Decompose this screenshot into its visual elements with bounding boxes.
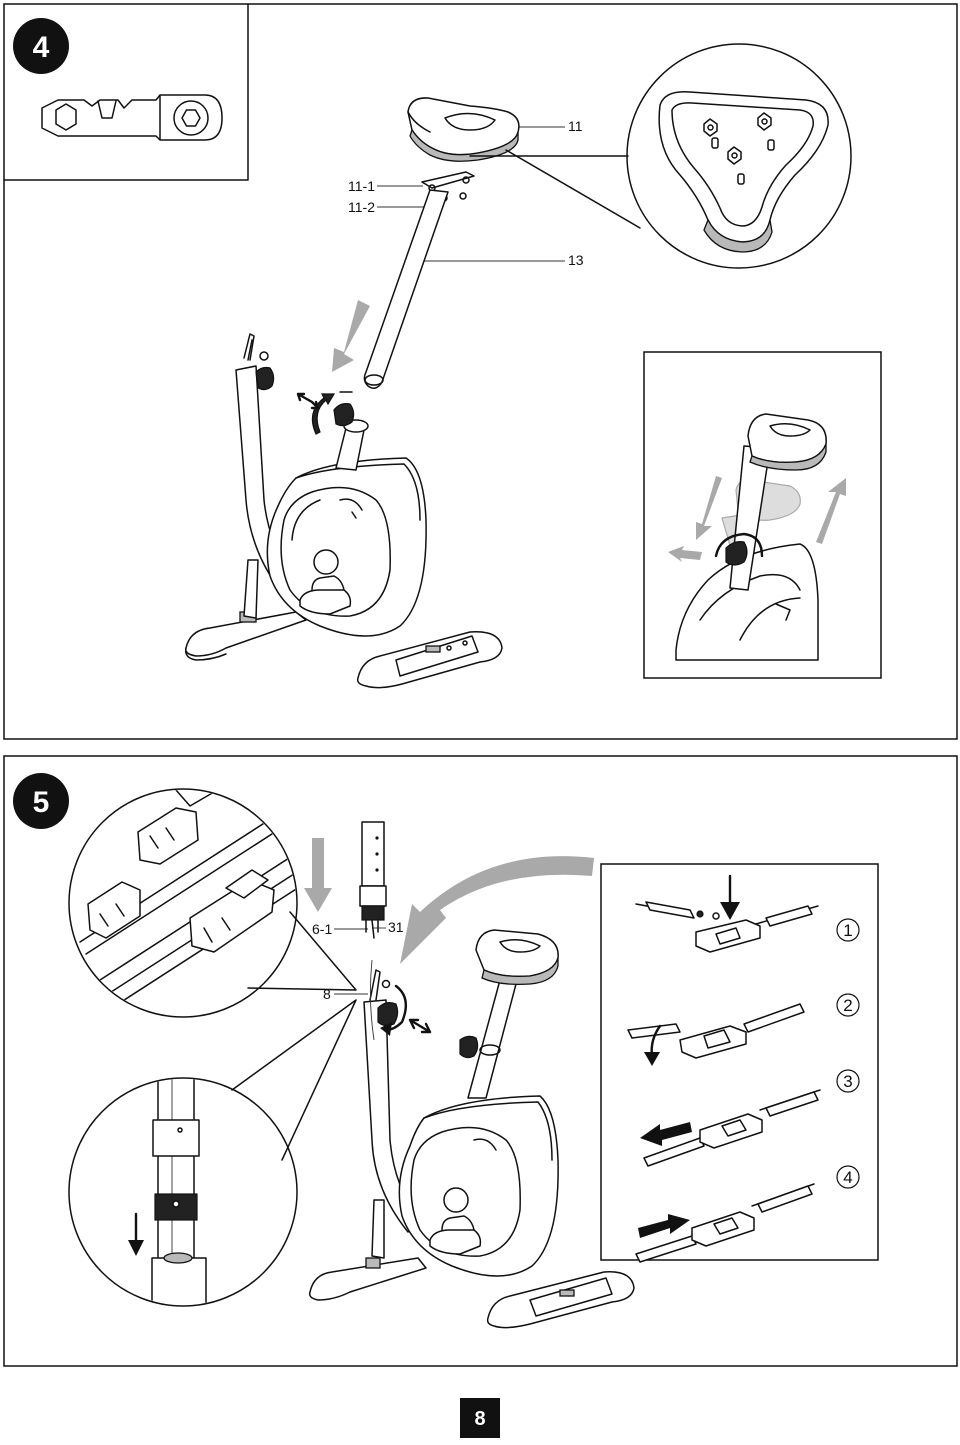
exercise-bike [308, 929, 635, 1329]
seat-post-tube [363, 189, 449, 389]
lower-arrow-icon [304, 838, 332, 912]
label-seat-post: 13 [568, 252, 584, 268]
label-11-2: 11-2 [348, 199, 375, 215]
page-number-badge: 8 [460, 1398, 500, 1438]
label-8: 8 [323, 986, 331, 1002]
sub-step-number: 3 [843, 1072, 852, 1091]
insert-arrow-icon [332, 300, 370, 372]
label-31: 31 [388, 919, 404, 935]
curved-arrow-icon [400, 856, 594, 964]
adjustment-knob-icon [255, 366, 275, 391]
step-number: 5 [33, 786, 50, 819]
sub-step-number: 2 [843, 996, 852, 1015]
connector-detail-zoom [68, 788, 357, 1018]
label-6-1: 6-1 [312, 921, 332, 937]
step-5-badge: 5 [13, 773, 69, 829]
tool-inset [3, 3, 249, 181]
sub-step-3: 3 [640, 1069, 860, 1167]
cable-connection-inset: 1 2 3 [600, 863, 879, 1263]
height-adjust-inset [643, 351, 882, 679]
saddle [407, 97, 520, 162]
page-number: 8 [474, 1408, 485, 1430]
sub-step-1: 1 [635, 874, 860, 953]
step-4-badge: 4 [13, 18, 69, 74]
sub-step-number: 4 [843, 1168, 852, 1187]
saddle-nuts [703, 112, 775, 185]
exercise-bike [184, 333, 503, 689]
label-saddle: 11 [568, 118, 583, 134]
saddle-detail-zoom [469, 43, 852, 269]
wrench-icon [41, 94, 223, 141]
tube-detail-zoom [68, 999, 357, 1307]
sub-step-4: 4 [635, 1165, 860, 1263]
step-5-panel: 5 [3, 755, 958, 1367]
label-11-1: 11-1 [348, 178, 375, 194]
sub-step-number: 1 [843, 921, 852, 940]
upper-tube-with-cable [359, 821, 387, 939]
step-4-panel: 4 11 11-1 11-2 13 [3, 3, 958, 740]
step-number: 4 [33, 31, 50, 64]
seat-knob-icon [333, 403, 355, 427]
sub-step-2: 2 [627, 993, 860, 1066]
